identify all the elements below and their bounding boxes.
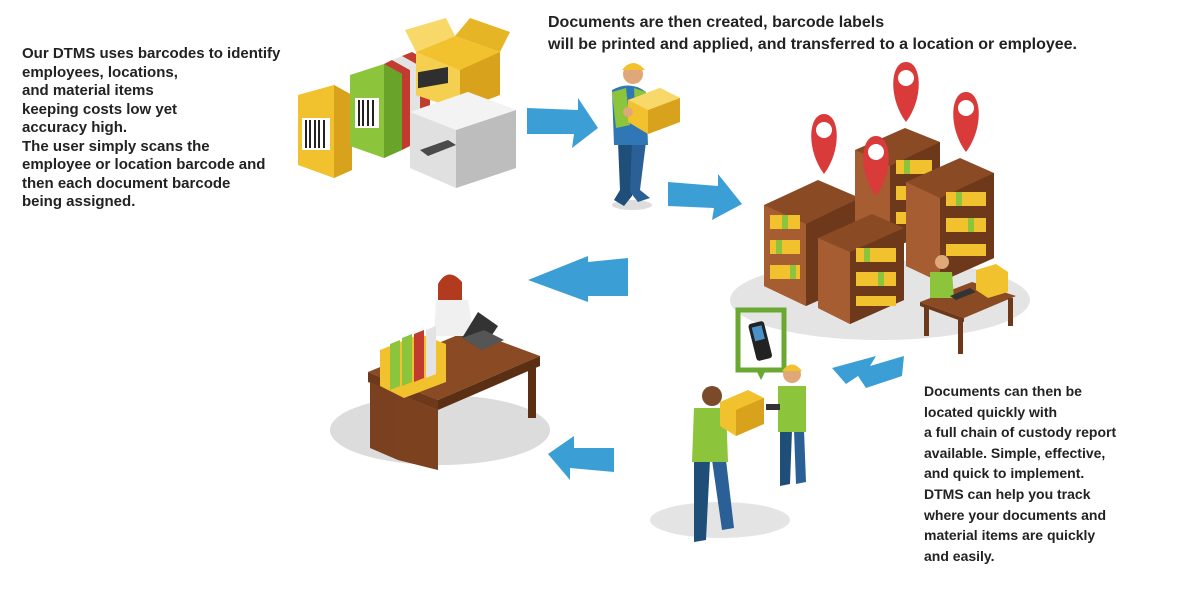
bookshelf-icon [818, 214, 904, 324]
flow-arrow-icon [527, 98, 598, 148]
tracking-text-line: located quickly with [924, 403, 1058, 420]
intro-text-line: Our DTMS uses barcodes to identify [22, 45, 281, 62]
tracking-text-line: a full chain of custody report [924, 424, 1117, 441]
creation-text-line: will be printed and applied, and transfe… [548, 36, 1077, 53]
creation-text-line: Documents are then created, barcode labe… [548, 14, 885, 31]
intro-text-line: employees, locations, [22, 63, 178, 81]
handheld-scanner-icon [735, 307, 787, 380]
intro-text-line: accuracy high. [22, 119, 128, 136]
tracking-text-line: where your documents and [924, 506, 1107, 523]
intro-text-line: employee or location barcode and [22, 156, 266, 173]
tracking-text-line: DTMS can help you track [924, 485, 1091, 502]
small-desk-worker-icon [920, 255, 1016, 354]
creation-text-block: Documents are then created, barcode labe… [548, 12, 1077, 56]
flow-arrow-icon [832, 356, 904, 388]
tracking-text-line: and easily. [924, 547, 995, 564]
worker-carrying-box-icon [692, 386, 764, 542]
tracking-text-line: material items are quickly [924, 527, 1096, 544]
intro-text-line: then each document barcode [22, 174, 231, 192]
tracking-text-block: Documents can then be located quickly wi… [924, 381, 1116, 566]
binders-icon [380, 326, 446, 398]
intro-text-block: Our DTMS uses barcodes to identify emplo… [22, 45, 280, 212]
location-pin-icon [811, 114, 837, 174]
flow-arrow-icon [668, 174, 742, 220]
flow-arrow-icon [528, 256, 628, 302]
intro-text-line: and material items [22, 82, 154, 99]
tracking-text-line: Documents can then be [924, 383, 1082, 399]
worker-with-scanner-icon [766, 364, 806, 486]
location-pin-icon [863, 136, 889, 196]
flow-arrow-icon [548, 436, 614, 480]
laptop-icon [462, 312, 504, 350]
intro-text-line: keeping costs low yet [22, 100, 178, 118]
tracking-text-line: and quick to implement. [924, 465, 1085, 482]
location-pin-icon [893, 62, 919, 122]
tracking-text-line: available. Simple, effective, [924, 444, 1106, 461]
worker-carrying-box-icon [612, 63, 680, 210]
printer-icon [410, 67, 516, 188]
intro-text-line: being assigned. [22, 193, 136, 210]
bookshelf-icon [906, 158, 994, 282]
location-pin-icon [953, 92, 979, 152]
intro-text-line: The user simply scans the [22, 137, 210, 155]
